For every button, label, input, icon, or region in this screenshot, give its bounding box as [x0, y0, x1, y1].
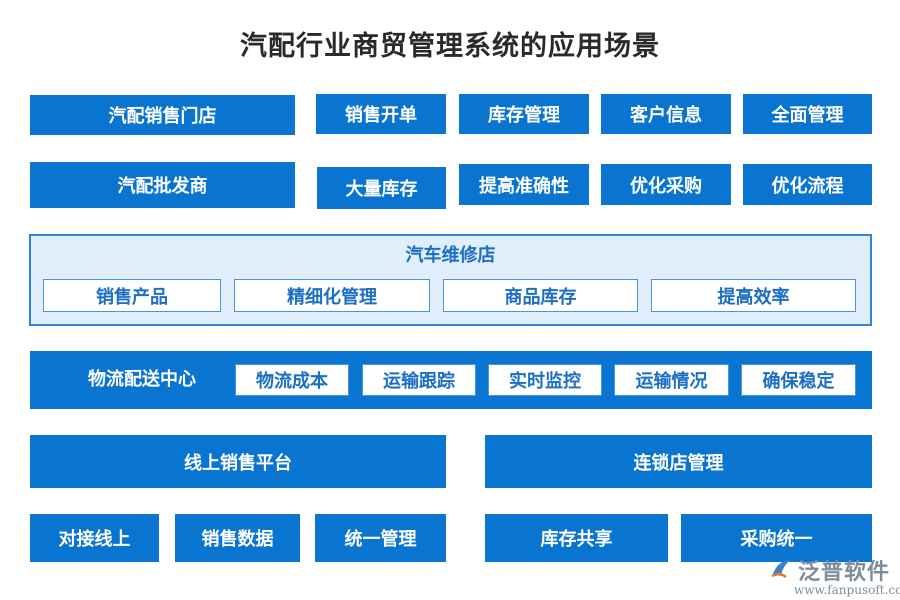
wholesaler-item-bulk-stock: 大量库存 — [317, 167, 446, 209]
wholesaler-item-purchasing: 优化采购 — [601, 164, 731, 205]
online-platform-item-unified: 统一管理 — [315, 514, 446, 562]
watermark-url: www.fanpusoft.com — [794, 583, 900, 597]
wholesaler-item-process: 优化流程 — [743, 164, 872, 205]
logistics-item-cost: 物流成本 — [235, 364, 349, 396]
online-platform-item-connect: 对接线上 — [30, 514, 159, 562]
logistics-item-tracking: 运输跟踪 — [362, 364, 476, 396]
logistics-item-transport-status: 运输情况 — [614, 364, 729, 396]
wholesaler-label: 汽配批发商 — [30, 162, 295, 208]
chain-store-item-unified-purchase: 采购统一 — [681, 514, 872, 562]
watermark-brand: 泛普软件 — [798, 560, 891, 585]
chain-store-label: 连锁店管理 — [485, 435, 872, 488]
repair-shop-item-fine-management: 精细化管理 — [234, 279, 430, 312]
retail-store-item-inventory: 库存管理 — [459, 94, 589, 134]
retail-store-item-customer: 客户信息 — [601, 94, 731, 134]
repair-shop-item-goods-stock: 商品库存 — [443, 279, 638, 312]
repair-shop-label: 汽车维修店 — [405, 245, 496, 266]
page-title: 汽配行业商贸管理系统的应用场景 — [240, 31, 660, 62]
repair-shop-item-sell-products: 销售产品 — [43, 279, 221, 312]
chain-store-item-shared-stock: 库存共享 — [485, 514, 668, 562]
repair-shop-item-efficiency: 提高效率 — [651, 279, 856, 312]
logistics-strip: 物流配送中心 — [30, 351, 872, 409]
brand-watermark: 泛普软件 www.fanpusoft.com — [770, 554, 900, 598]
logistics-label: 物流配送中心 — [88, 369, 196, 390]
retail-store-item-sales-order: 销售开单 — [316, 94, 446, 134]
retail-store-label: 汽配销售门店 — [30, 95, 295, 135]
retail-store-item-overall: 全面管理 — [743, 94, 872, 134]
fanpu-logo-icon — [771, 560, 791, 579]
online-platform-label: 线上销售平台 — [30, 435, 446, 488]
logistics-item-monitoring: 实时监控 — [488, 364, 602, 396]
wholesaler-item-accuracy: 提高准确性 — [459, 164, 589, 205]
online-platform-item-sales-data: 销售数据 — [175, 514, 300, 562]
logistics-item-stability: 确保稳定 — [741, 364, 856, 396]
